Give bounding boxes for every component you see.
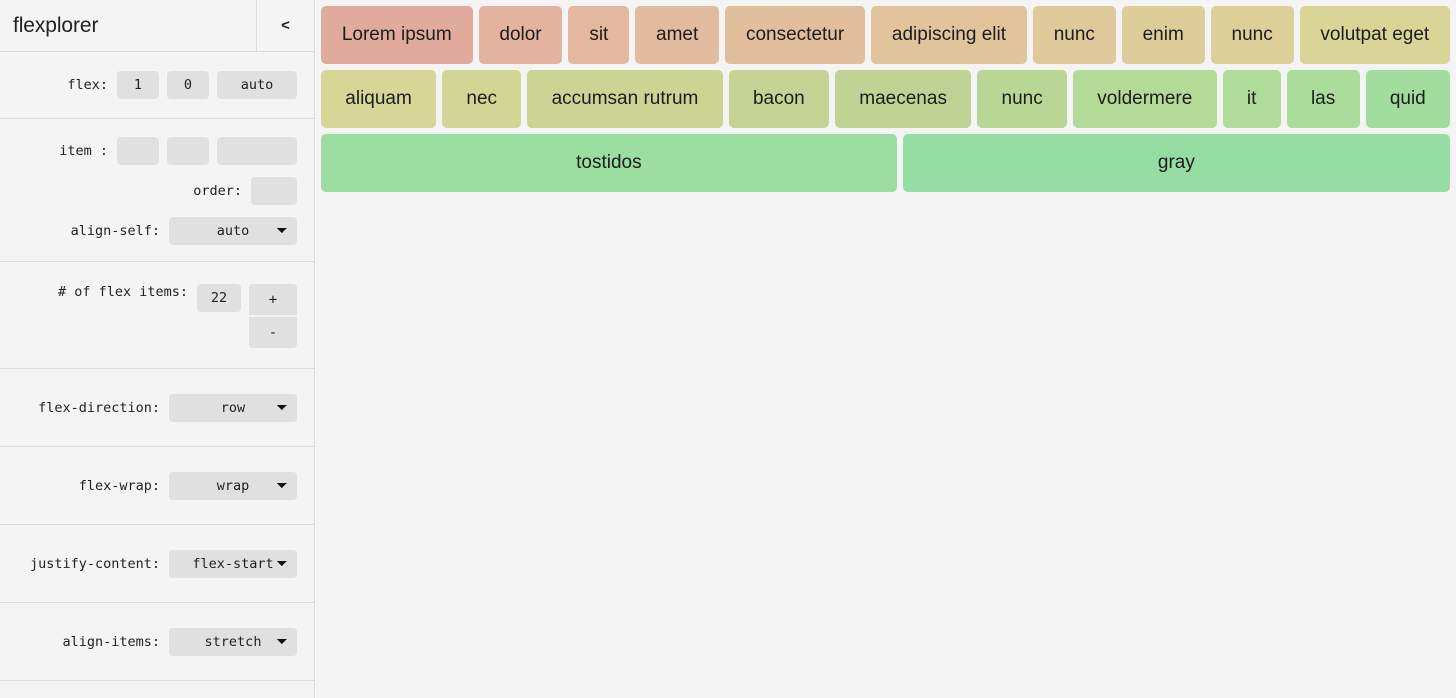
flex-label: flex: xyxy=(67,77,108,93)
flex-item[interactable]: gray xyxy=(902,134,1451,192)
item-field-1[interactable] xyxy=(117,137,159,165)
flex-item[interactable]: bacon xyxy=(728,70,829,128)
flex-direction-row: flex-direction: rowrow-reversecolumncolu… xyxy=(0,388,314,428)
item-row: item : xyxy=(0,131,314,171)
align-items-label: align-items: xyxy=(62,634,160,650)
flex-item-label: nunc xyxy=(1231,24,1273,45)
section-justify-content: justify-content: flex-startflex-endcente… xyxy=(0,525,314,603)
flex-item-label: consectetur xyxy=(745,24,845,45)
order-label: order: xyxy=(193,183,242,199)
flex-item[interactable]: nec xyxy=(442,70,522,128)
flex-item-label: bacon xyxy=(752,88,805,109)
align-self-fields: autoflex-startflex-endcenterbaselinestre… xyxy=(169,217,297,245)
flex-item[interactable]: dolor xyxy=(478,6,563,64)
justify-content-label: justify-content: xyxy=(29,556,160,572)
flex-item[interactable]: adipiscing elit xyxy=(871,6,1027,64)
section-align-items: align-items: stretchflex-startflex-endce… xyxy=(0,603,314,681)
justify-content-select[interactable]: flex-startflex-endcenterspace-betweenspa… xyxy=(169,550,297,578)
chevron-left-icon[interactable]: < xyxy=(256,0,314,51)
flex-basis-input[interactable] xyxy=(217,71,297,99)
order-input[interactable] xyxy=(251,177,297,205)
flex-direction-label: flex-direction: xyxy=(38,400,160,416)
flex-item-label: volutpat eget xyxy=(1320,24,1430,45)
justify-content-row: justify-content: flex-startflex-endcente… xyxy=(0,544,314,584)
flex-item-label: aliquam xyxy=(345,88,412,109)
section-flex-wrap: flex-wrap: nowrapwrapwrap-reverse xyxy=(0,447,314,525)
increment-button[interactable]: + xyxy=(249,284,297,315)
flex-item-label: nec xyxy=(466,88,498,109)
flex-item[interactable]: quid xyxy=(1365,70,1451,128)
flex-item-label: nunc xyxy=(1001,88,1043,109)
flex-item[interactable]: enim xyxy=(1121,6,1205,64)
flex-grow-input[interactable] xyxy=(117,71,159,99)
section-flex-direction: flex-direction: rowrow-reversecolumncolu… xyxy=(0,369,314,447)
section-item: item : order: align-self: autoflex-start… xyxy=(0,119,314,262)
flex-item-label: adipiscing elit xyxy=(891,24,1006,45)
flex-item[interactable]: amet xyxy=(635,6,720,64)
align-items-fields: stretchflex-startflex-endcenterbaseline xyxy=(169,628,297,656)
flex-item[interactable]: nunc xyxy=(1032,6,1116,64)
flex-direction-fields: rowrow-reversecolumncolumn-reverse xyxy=(169,394,297,422)
flex-wrap-fields: nowrapwrapwrap-reverse xyxy=(169,472,297,500)
flex-row: flex: xyxy=(0,65,314,105)
flex-item[interactable]: nunc xyxy=(977,70,1067,128)
flex-item-label: accumsan rutrum xyxy=(551,88,699,109)
flex-item-label: gray xyxy=(1157,152,1195,173)
flex-item[interactable]: Lorem ipsum xyxy=(321,6,473,64)
item-label: item : xyxy=(59,143,108,159)
flex-item[interactable]: sit xyxy=(568,6,630,64)
align-self-row: align-self: autoflex-startflex-endcenter… xyxy=(0,211,314,251)
flex-item[interactable]: voldermere xyxy=(1073,70,1217,128)
align-self-label: align-self: xyxy=(70,223,160,239)
item-field-2[interactable] xyxy=(167,137,209,165)
flex-item-label: enim xyxy=(1142,24,1184,45)
page-title: flexplorer xyxy=(13,13,99,37)
section-item-count: # of flex items: + - xyxy=(0,262,314,369)
flex-item-label: it xyxy=(1246,88,1257,109)
item-count-row: # of flex items: + - xyxy=(0,284,314,348)
flex-item[interactable]: it xyxy=(1222,70,1281,128)
item-count-stepper: + - xyxy=(249,284,297,348)
flex-wrap-label: flex-wrap: xyxy=(78,478,160,494)
flex-item-label: Lorem ipsum xyxy=(341,24,452,45)
align-self-select[interactable]: autoflex-startflex-endcenterbaselinestre… xyxy=(169,217,297,245)
flex-item-label: tostidos xyxy=(576,152,642,173)
section-flex: flex: xyxy=(0,52,314,119)
flex-item-label: maecenas xyxy=(859,88,947,109)
flex-item-label: nunc xyxy=(1053,24,1095,45)
flex-item-label: las xyxy=(1310,88,1336,109)
flex-fields xyxy=(117,71,297,99)
item-count-input[interactable] xyxy=(197,284,241,312)
align-items-row: align-items: stretchflex-startflex-endce… xyxy=(0,622,314,662)
flex-item[interactable]: tostidos xyxy=(321,134,897,192)
align-items-select[interactable]: stretchflex-startflex-endcenterbaseline xyxy=(169,628,297,656)
flex-item[interactable]: consectetur xyxy=(725,6,866,64)
item-field-3[interactable] xyxy=(217,137,297,165)
flex-item[interactable]: nunc xyxy=(1210,6,1294,64)
flex-container-preview: Lorem ipsum dolor sit amet consectetur adipis… xyxy=(315,0,1456,698)
flex-item-label: sit xyxy=(589,24,609,45)
flex-item[interactable]: las xyxy=(1286,70,1360,128)
decrement-button[interactable]: - xyxy=(249,317,297,348)
flex-item[interactable]: aliquam xyxy=(321,70,437,128)
flex-shrink-input[interactable] xyxy=(167,71,209,99)
flex-item[interactable]: maecenas xyxy=(835,70,972,128)
sidebar: flexplorer < flex: item : xyxy=(0,0,315,698)
flex-direction-select[interactable]: rowrow-reversecolumncolumn-reverse xyxy=(169,394,297,422)
flex-item-label: dolor xyxy=(499,24,542,45)
flex-item[interactable]: accumsan rutrum xyxy=(527,70,723,128)
order-row: order: xyxy=(0,171,314,211)
section-align-content: align-content: stretchflex-startflex-end… xyxy=(0,681,314,698)
item-count-label: # of flex items: xyxy=(57,284,188,300)
flex-item[interactable]: volutpat eget xyxy=(1299,6,1451,64)
sidebar-header: flexplorer < xyxy=(0,0,314,52)
flex-item-label: quid xyxy=(1389,88,1426,109)
item-fields xyxy=(117,137,297,165)
justify-content-fields: flex-startflex-endcenterspace-betweenspa… xyxy=(169,550,297,578)
flex-wrap-row: flex-wrap: nowrapwrapwrap-reverse xyxy=(0,466,314,506)
flex-item-label: amet xyxy=(656,24,699,45)
flex-item-label: voldermere xyxy=(1097,88,1193,109)
flex-wrap-select[interactable]: nowrapwrapwrap-reverse xyxy=(169,472,297,500)
order-fields xyxy=(251,177,297,205)
